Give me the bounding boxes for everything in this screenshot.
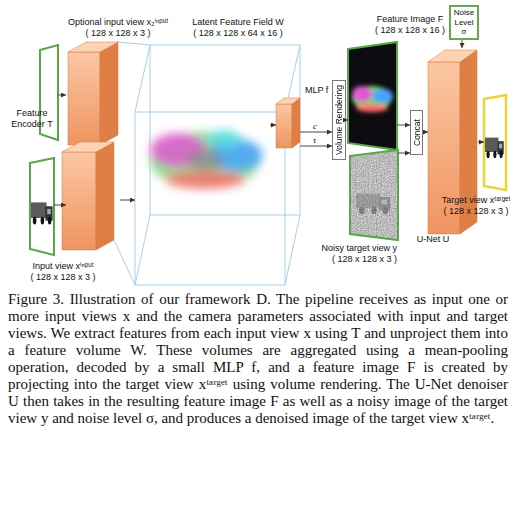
- block-face: [276, 98, 300, 104]
- cube-edges: [135, 45, 300, 285]
- cube-front-face: [135, 112, 285, 285]
- connector-arrow: [54, 205, 66, 206]
- connector-arrow: [120, 200, 135, 201]
- connector-arrow: [300, 146, 332, 147]
- illustration: [0, 0, 516, 290]
- connector-arrow: [423, 132, 428, 133]
- block-face: [100, 42, 118, 145]
- input-view-panel: [30, 158, 54, 255]
- cube-back-face: [150, 45, 300, 215]
- blur-blob: [373, 89, 393, 103]
- figure-caption: Figure 3. Illustration of our framework …: [8, 291, 508, 427]
- node-label: ( 128 x 128 x 3 ): [18, 272, 108, 283]
- connector-arrow: [346, 120, 348, 121]
- truck-image: [31, 202, 53, 224]
- connector-arrow: [397, 125, 410, 126]
- blurry-feature-car: [150, 130, 263, 189]
- node-label: U-Net U: [410, 234, 456, 245]
- feature-image: Feature Image F( 128 x 128 x 16 ): [348, 42, 397, 150]
- block-face: [276, 104, 292, 148]
- encoder-block-lower: [62, 142, 114, 250]
- blur-blob: [356, 104, 388, 112]
- node-label: Input view xⁱⁿᵖᵘᵗ: [18, 261, 108, 272]
- feature-image-frame: [348, 42, 397, 150]
- connector-arrow: [58, 95, 66, 96]
- node-label: Noisy target view y: [300, 243, 397, 254]
- blur-blob: [352, 86, 372, 102]
- node-label: Optional input view x₂ⁱⁿᵖᵘᵗ: [58, 17, 178, 28]
- node-label: ( 128 x 128 x 3 ): [438, 206, 514, 217]
- blur-blob: [206, 130, 242, 148]
- mlp-block-shape: [276, 98, 300, 148]
- blur-blob: [165, 171, 245, 189]
- node-label: Target view xᵗᵃʳᵍᵉᵗ: [438, 195, 514, 206]
- node-label: Latent Feature Field W: [178, 17, 298, 28]
- connector-arrow: [478, 142, 484, 143]
- node-label: Noise Level σ: [451, 8, 477, 37]
- noisy-view-frame: [350, 150, 398, 240]
- concat-box: Concat: [410, 110, 423, 155]
- block-face: [292, 98, 300, 148]
- encoder-block-upper: [68, 42, 118, 145]
- block-face: [68, 42, 118, 52]
- latent-cube-wireframe: [114, 42, 300, 285]
- target-view: Target view xᵗᵃʳᵍᵉᵗ( 128 x 128 x 3 ): [484, 95, 506, 190]
- node-label: Feature Encoder T: [6, 108, 58, 130]
- noise-level-box: Noise Level σ: [449, 5, 479, 40]
- block-face: [96, 142, 114, 250]
- noisy-image: [350, 150, 398, 240]
- edge-label: c: [313, 121, 317, 131]
- node-label: ( 128 x 128 x 3 ): [300, 254, 397, 265]
- node-label: Feature Image F: [368, 14, 452, 25]
- input-view: Input view xⁱⁿᵖᵘᵗ( 128 x 128 x 3 ): [30, 158, 54, 255]
- edge-label: τ: [313, 135, 316, 145]
- connector-arrow: [300, 132, 332, 133]
- node-label: MLP f: [305, 85, 328, 96]
- node-label: Volume Rendering: [333, 81, 345, 159]
- node-label: ( 128 x 128 x 3 ): [58, 28, 178, 39]
- node-label: ( 128 x 128 x 16 ): [368, 25, 452, 36]
- noisy-target-view: Noisy target view y( 128 x 128 x 3 ): [350, 150, 398, 240]
- connector-arrow: [462, 40, 463, 48]
- node-label: ( 128 x 128 x 64 x 16 ): [178, 28, 298, 39]
- noise-texture: [350, 150, 398, 240]
- feature-encoder: Feature Encoder T: [66, 42, 120, 250]
- feature-image-panel: [348, 42, 397, 150]
- block-face: [68, 52, 100, 145]
- block-face: [428, 50, 477, 62]
- mlp-block: MLP f: [276, 98, 300, 148]
- connector-arrow: [398, 153, 410, 154]
- blur-blob: [187, 149, 223, 171]
- block-face: [62, 152, 96, 250]
- target-view-panel: [484, 95, 506, 190]
- latent-feature-field: Latent Feature Field W( 128 x 128 x 64 x…: [135, 45, 270, 285]
- node-label: Concat: [411, 111, 422, 154]
- connector-arrow: [270, 125, 276, 126]
- block-face: [62, 142, 114, 152]
- frustum-lines: [114, 42, 150, 285]
- faint-truck: [356, 194, 390, 214]
- volume-rendering-box: Volume Rendering: [332, 80, 346, 160]
- truck-image: [485, 138, 504, 158]
- feature-image-car: [352, 86, 393, 112]
